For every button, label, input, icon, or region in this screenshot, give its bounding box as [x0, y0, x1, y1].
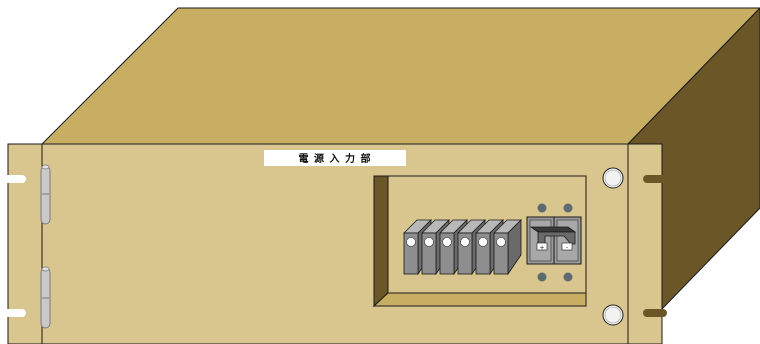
breaker-pole-label-left: +	[539, 245, 544, 252]
main-breaker: + -	[526, 203, 582, 282]
breaker-pole-label-right: -	[566, 245, 568, 252]
breaker-pole-marker-left	[536, 242, 548, 251]
compartment-left-wall	[373, 175, 389, 308]
terminal-screw-hole	[496, 237, 506, 247]
terminal-module	[493, 219, 522, 276]
breaker-screw-bottom-left	[537, 272, 547, 282]
panel-screw-top	[602, 167, 624, 189]
terminal-screw-hole	[460, 237, 470, 247]
breaker-screw-top-right	[563, 203, 573, 213]
front-handle-top[interactable]	[40, 164, 51, 225]
panel-label-plate	[264, 150, 406, 166]
panel-label-text: 電 源 入 力 部	[299, 152, 372, 165]
right-mounting-slot-top	[643, 175, 667, 183]
terminal-block	[403, 219, 522, 276]
terminal-module	[439, 219, 468, 276]
front-handle-bottom[interactable]	[40, 266, 51, 329]
terminal-screw-hole	[424, 237, 434, 247]
left-mounting-slot-bottom	[2, 309, 26, 317]
terminal-screw-hole	[406, 237, 416, 247]
right-rack-ear	[627, 143, 667, 344]
left-mounting-slot-top	[2, 175, 26, 183]
terminal-screw-hole	[442, 237, 452, 247]
breaker-toggle-lever[interactable]	[529, 226, 577, 245]
breaker-screw-bottom-right	[563, 272, 573, 282]
left-rack-ear	[2, 143, 43, 344]
compartment-floor	[372, 292, 587, 307]
breaker-screw-top-left	[537, 203, 547, 213]
panel-screw-bottom	[602, 304, 624, 326]
right-mounting-slot-bottom	[643, 309, 667, 317]
breaker-pole-marker-right	[561, 242, 573, 251]
terminal-screw-hole	[478, 237, 488, 247]
